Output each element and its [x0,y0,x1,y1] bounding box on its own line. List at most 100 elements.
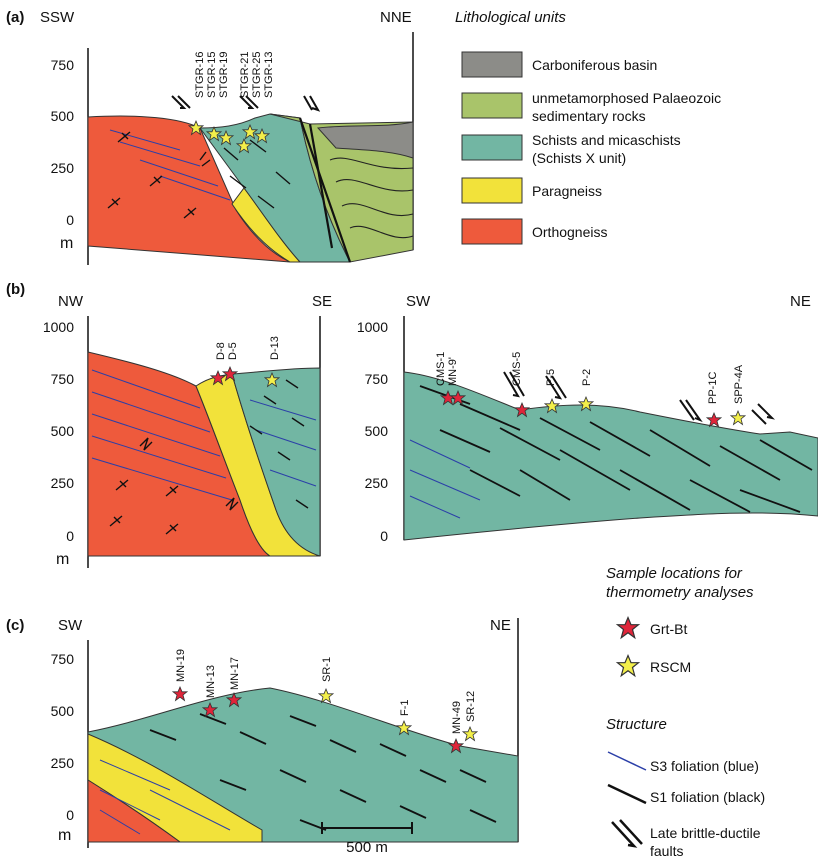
panel-a-tick-250: 250 [51,160,75,176]
panel-b-right-dir-left: SW [406,293,431,310]
panel-b-right-tick: 750 [365,371,389,387]
sample-label: STGR-25 [251,52,263,98]
panel-b-tick: 500 [51,423,75,439]
orthogneiss-unit [87,115,291,263]
legend-label: sedimentary rocks [532,108,646,124]
legend-label: unmetamorphosed Palaeozoic [532,90,721,106]
panel-b-tick: 750 [51,371,75,387]
panel-a-samples: STGR-16 STGR-15 STGR-19 STGR-21 STGR-25 … [188,52,275,153]
legend-swatch-palaeozoic [461,92,523,119]
panel-c-unit: m [58,827,71,844]
panel-b-tick: 1000 [43,319,74,335]
rscm-star-icon [616,654,640,677]
sample-label: SPP-4A [733,364,745,404]
sample-label: MN-49 [451,701,463,734]
panel-a-dir-right: NNE [380,9,412,26]
sample-label: F-1 [399,700,411,717]
sample-label: D-13 [269,336,281,360]
panel-c-star-grt-bt [172,686,188,701]
panel-b-left: (b) NW SE 1000 750 500 250 0 m D- [6,281,332,568]
carboniferous-unit [316,121,414,159]
legend-swatch-paragneiss [461,177,523,204]
sample-label: MN-17 [229,657,241,690]
sample-label: CMS-1 [435,352,447,386]
sample-label: SR-12 [465,691,477,722]
panel-b-right-tick: 250 [365,475,389,491]
sample-label: P-2 [581,369,593,386]
panel-b-right-dir-right: NE [790,293,811,310]
sample-label: STGR-21 [239,52,251,98]
fold-lines [329,157,414,239]
legend-label: (Schists X unit) [532,150,626,166]
panel-b-label: (b) [6,281,25,298]
panel-b-right: SW NE 1000 750 500 250 0 [357,293,818,544]
panel-c-label: (c) [6,617,24,634]
schists-unit [403,371,818,541]
panel-a: (a) SSW NNE 750 500 250 0 m [6,9,414,265]
panel-b-left-symbols [109,379,309,535]
legend-label: Late brittle-ductile [650,825,761,841]
structure-legend-title: Structure [606,716,667,733]
sample-label: PP-1C [707,372,719,404]
panel-c: (c) SW NE 750 500 250 0 m [6,617,519,856]
panel-b-right-s1-foliation [419,385,813,513]
legend-label: Carboniferous basin [532,57,657,73]
sample-label: STGR-19 [218,52,230,98]
panel-a-tick-750: 750 [51,57,75,73]
sample-label: D-5 [227,342,239,360]
lithology-legend-title: Lithological units [455,9,566,26]
legend-label: S3 foliation (blue) [650,758,759,774]
sample-label: MN-9' [447,357,459,386]
sample-label: D-8 [215,342,227,360]
sample-legend-title: Sample locations for [606,565,743,582]
legend-label: faults [650,843,683,859]
legend-label: Orthogneiss [532,224,607,240]
panel-c-tick: 500 [51,703,75,719]
panel-a-tick-0: 0 [66,212,74,228]
panel-b-left-s3-foliation [91,369,317,501]
panel-b-right-tick: 0 [380,528,388,544]
panel-b-left-dir-right: SE [312,293,332,310]
legend-swatch-schists [461,134,523,161]
panel-c-star-rscm [462,726,478,741]
panel-a-label: (a) [6,9,24,26]
s1-foliation-icon [607,783,647,805]
sample-label: CMS-5 [511,352,523,386]
panel-a-symbols [107,131,291,219]
grt-bt-star-icon [616,616,640,639]
legend-label: Grt-Bt [650,621,687,637]
panel-b-right-tick: 500 [365,423,389,439]
panel-a-y-axis: 750 500 250 0 m [51,57,75,252]
panel-b-star-rscm [730,410,746,425]
sample-label: STGR-16 [194,52,206,98]
sample-label: MN-13 [205,665,217,698]
legend-label: RSCM [650,659,691,675]
panel-b-unit: m [56,551,69,568]
panel-c-s3-foliation [99,759,231,835]
scale-bar: 500 m [321,822,413,856]
panel-b-right-fault-arrows [503,371,776,425]
legend-label: S1 foliation (black) [650,789,765,805]
panel-b-tick: 0 [66,528,74,544]
panel-b-left-dir-left: NW [58,293,84,310]
panel-a-s3-foliation [109,129,231,201]
legend-label: Schists and micaschists [532,132,681,148]
panel-b-right-tick: 1000 [357,319,388,335]
sample-label: MN-19 [175,649,187,682]
panel-c-dir-right: NE [490,617,511,634]
s3-foliation-icon [607,751,647,771]
sample-legend-title: thermometry analyses [606,584,754,601]
panel-c-s1-foliation [149,713,497,831]
panel-c-tick: 250 [51,755,75,771]
sample-label: STGR-15 [206,52,218,98]
sample-label: SR-1 [321,657,333,682]
panel-c-dir-left: SW [58,617,83,634]
sample-label: P-5 [545,369,557,386]
panel-a-unit: m [60,235,73,252]
panel-c-tick: 0 [66,807,74,823]
legend-swatch-carboniferous [461,51,523,78]
scale-bar-label: 500 m [346,839,388,856]
sample-label: STGR-13 [263,52,275,98]
fault-icon [611,819,643,848]
legend-label: Paragneiss [532,183,602,199]
